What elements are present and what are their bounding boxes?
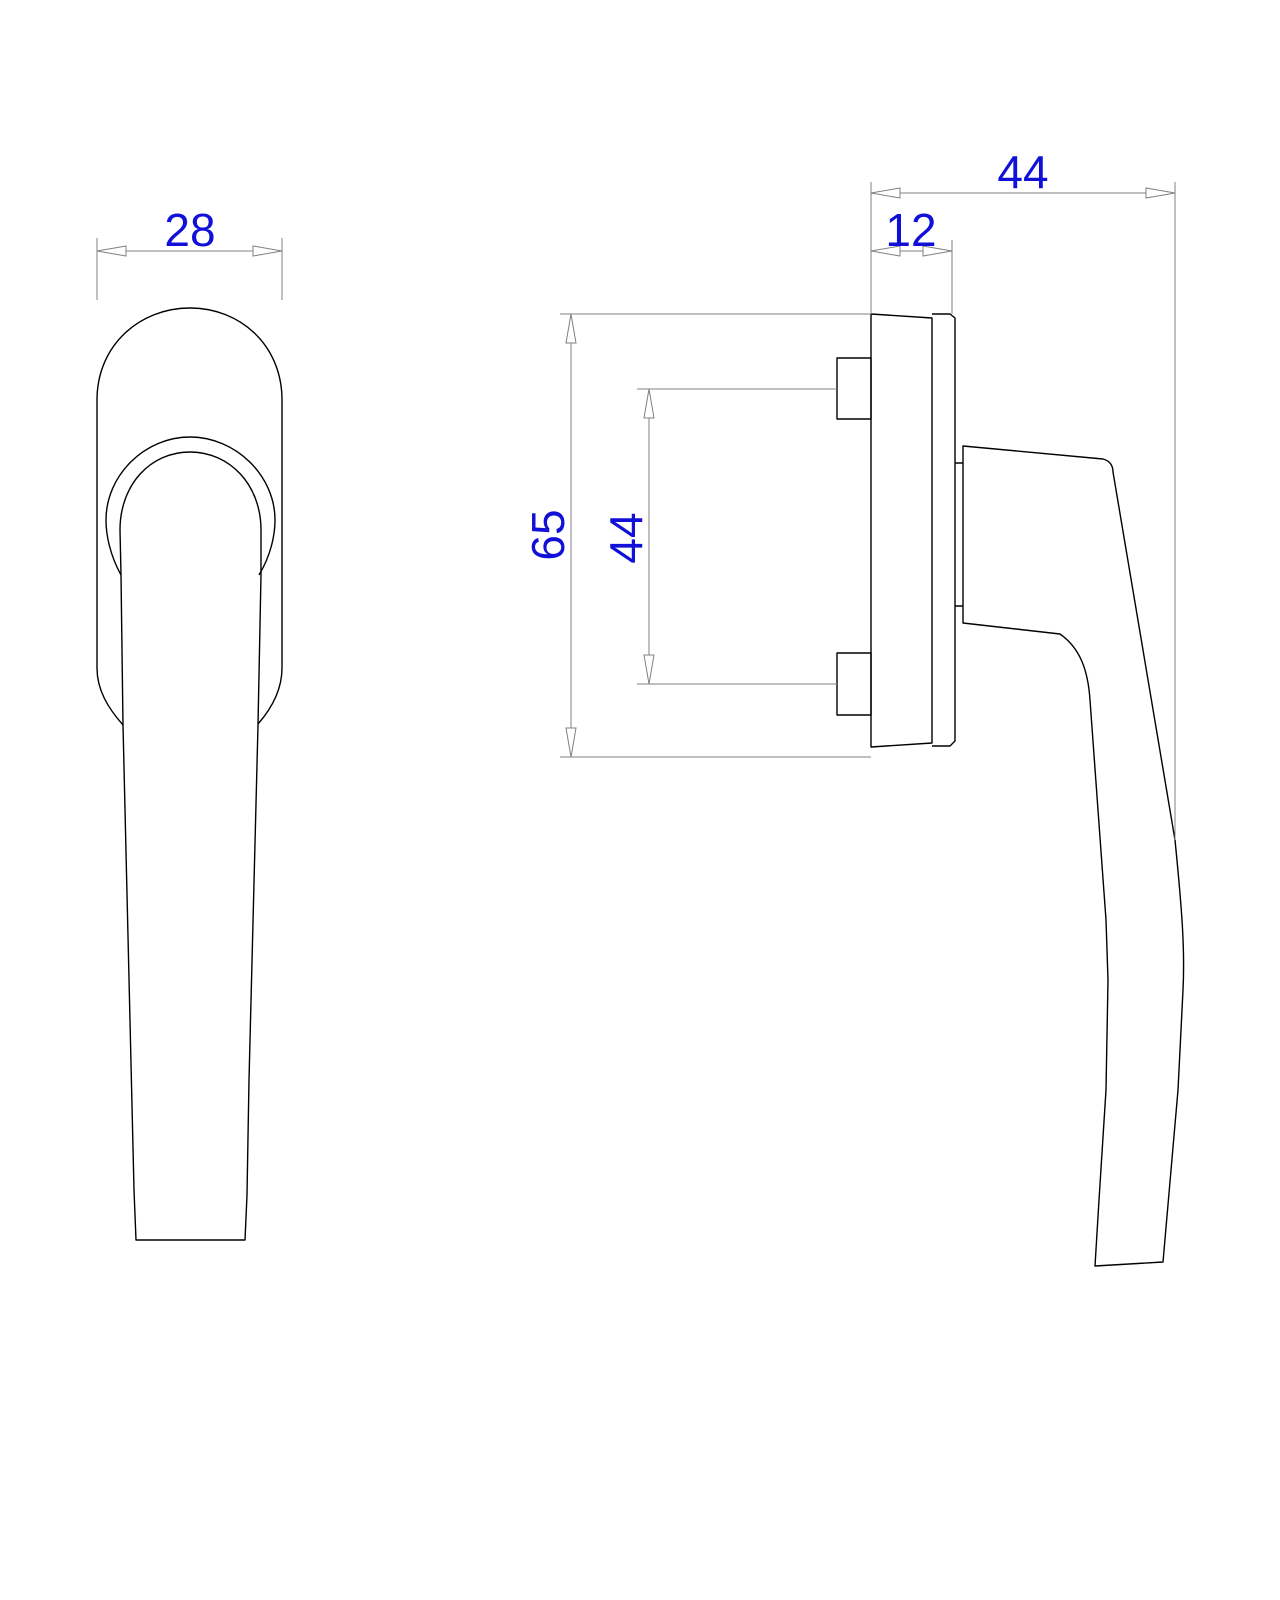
dimension-front-width: 28 <box>96 204 283 300</box>
dimension-total-depth: 44 <box>870 146 1176 840</box>
dimension-label-total-depth: 44 <box>997 146 1048 198</box>
dimension-side-height: 65 <box>522 313 871 758</box>
side-view: 65 44 12 44 <box>522 146 1185 1267</box>
dimension-label-base-depth: 12 <box>885 204 936 256</box>
dimension-label-side-height: 65 <box>522 509 574 560</box>
rosette-outline <box>96 307 283 726</box>
dimension-label-screw-spacing: 44 <box>600 512 652 563</box>
handle-neck-spacer <box>955 462 963 607</box>
front-view: 28 <box>96 204 283 1241</box>
base-plate <box>870 313 933 748</box>
screw-boss-bottom <box>836 652 872 716</box>
screw-boss-top <box>836 357 872 420</box>
collar-outer-ring <box>105 436 276 576</box>
dimension-screw-spacing: 44 <box>600 388 837 685</box>
handle-lever-side <box>962 445 1185 1267</box>
dimension-base-depth: 12 <box>870 204 953 314</box>
handle-lever-front <box>119 451 262 1241</box>
dimension-label-front-width: 28 <box>164 204 215 256</box>
cover-cap <box>932 313 956 747</box>
